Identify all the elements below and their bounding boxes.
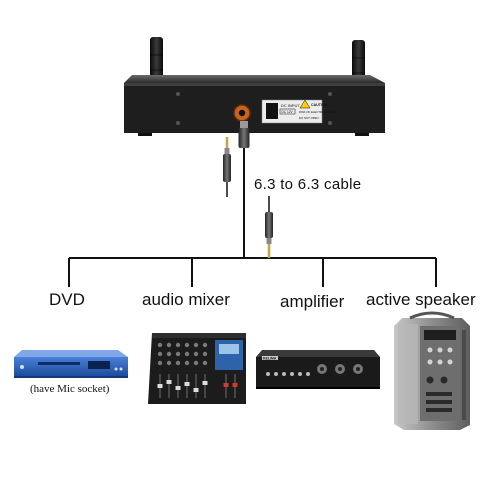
dvd-player	[14, 350, 128, 378]
dc-rating-label: DC 12V	[282, 110, 294, 114]
device-label-audio-mixer: audio mixer	[142, 290, 230, 309]
dvd-mic-note: (have Mic socket)	[30, 383, 110, 395]
device-label-dvd: DVD	[49, 290, 85, 309]
active-speaker	[394, 311, 470, 430]
top-plug-icon	[238, 121, 250, 148]
device-label-active-speaker: active speaker	[366, 290, 476, 309]
dc-input-label: DC INPUT	[281, 103, 300, 108]
caution-text: RISK OF ELECTRIC SHOCK	[299, 110, 336, 114]
audio-mixer	[148, 333, 246, 404]
wireless-receiver: DC INPUT DC 12V CAUTION RISK OF ELECTRIC…	[124, 37, 385, 136]
amplifier: KELIMA	[256, 350, 380, 389]
caution-title: CAUTION	[311, 103, 328, 107]
device-label-amplifier: amplifier	[280, 292, 345, 311]
amplifier-brand: KELIMA	[263, 357, 277, 361]
receiver-top	[124, 75, 385, 83]
loose-plug-lower-icon	[265, 196, 273, 258]
caution-text-2: DO NOT OPEN	[299, 116, 319, 120]
cable-wiring	[68, 121, 437, 287]
loose-plug-upper-icon	[223, 137, 231, 197]
receiver-back-panel	[124, 83, 385, 133]
cable-label: 6.3 to 6.3 cable	[254, 176, 362, 193]
